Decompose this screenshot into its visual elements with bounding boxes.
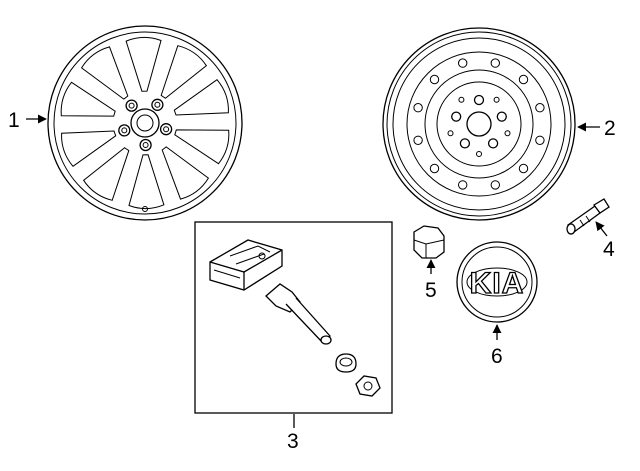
- callout-5: 5: [425, 279, 437, 302]
- tpms-hex-nut: [355, 375, 381, 397]
- spoke-window: [128, 154, 165, 210]
- vent-hole: [490, 180, 500, 190]
- spoke-window: [82, 147, 130, 201]
- spoke-window: [125, 36, 162, 92]
- spoke-window: [61, 130, 117, 167]
- callout-2: 2: [604, 117, 616, 140]
- lug-hole: [151, 98, 164, 111]
- callout-4: 4: [603, 238, 615, 261]
- lug-hole: [125, 99, 138, 112]
- tpms-sensor-body: [209, 239, 283, 291]
- vent-hole: [535, 103, 545, 113]
- spoke-window: [161, 146, 210, 200]
- center-cap-part: KIA: [456, 241, 538, 323]
- vent-hole: [518, 74, 529, 85]
- spoke-window: [173, 79, 229, 116]
- vent-hole: [518, 163, 529, 174]
- callout-1: 1: [8, 109, 20, 132]
- vent-hole: [413, 135, 423, 146]
- vent-hole: [458, 58, 468, 68]
- vent-hole: [429, 74, 440, 85]
- tpms-valve-stem: [265, 283, 332, 345]
- callout-leaders: [26, 114, 608, 428]
- lug-hole: [451, 111, 462, 122]
- lug-nut-part: [413, 225, 445, 259]
- spoke-window: [174, 129, 230, 165]
- lug-hole: [118, 124, 131, 137]
- vent-hole: [413, 103, 423, 113]
- lug-hole: [487, 138, 499, 149]
- tpms-grommet: [335, 353, 357, 373]
- lug-hole: [159, 123, 173, 136]
- spoke-window: [80, 46, 129, 100]
- tpms-sensor-kit: [194, 221, 393, 414]
- vent-hole: [429, 163, 440, 174]
- lug-hole: [473, 94, 485, 106]
- vent-hole: [458, 180, 468, 190]
- lug-hole: [459, 138, 471, 149]
- steel-spare-wheel: [382, 27, 576, 221]
- center-cap-logo: KIA: [470, 267, 525, 300]
- alloy-wheel: [47, 25, 243, 221]
- lug-hole: [139, 138, 152, 152]
- callout-6: 6: [491, 345, 503, 368]
- spoke-window: [160, 45, 208, 99]
- vent-hole: [490, 58, 500, 68]
- callout-3: 3: [287, 430, 299, 453]
- spoke-window: [60, 81, 116, 117]
- leader-4: [595, 221, 608, 237]
- valve-stem-part: [566, 198, 610, 235]
- lug-hole: [496, 111, 507, 122]
- vent-hole: [535, 135, 545, 146]
